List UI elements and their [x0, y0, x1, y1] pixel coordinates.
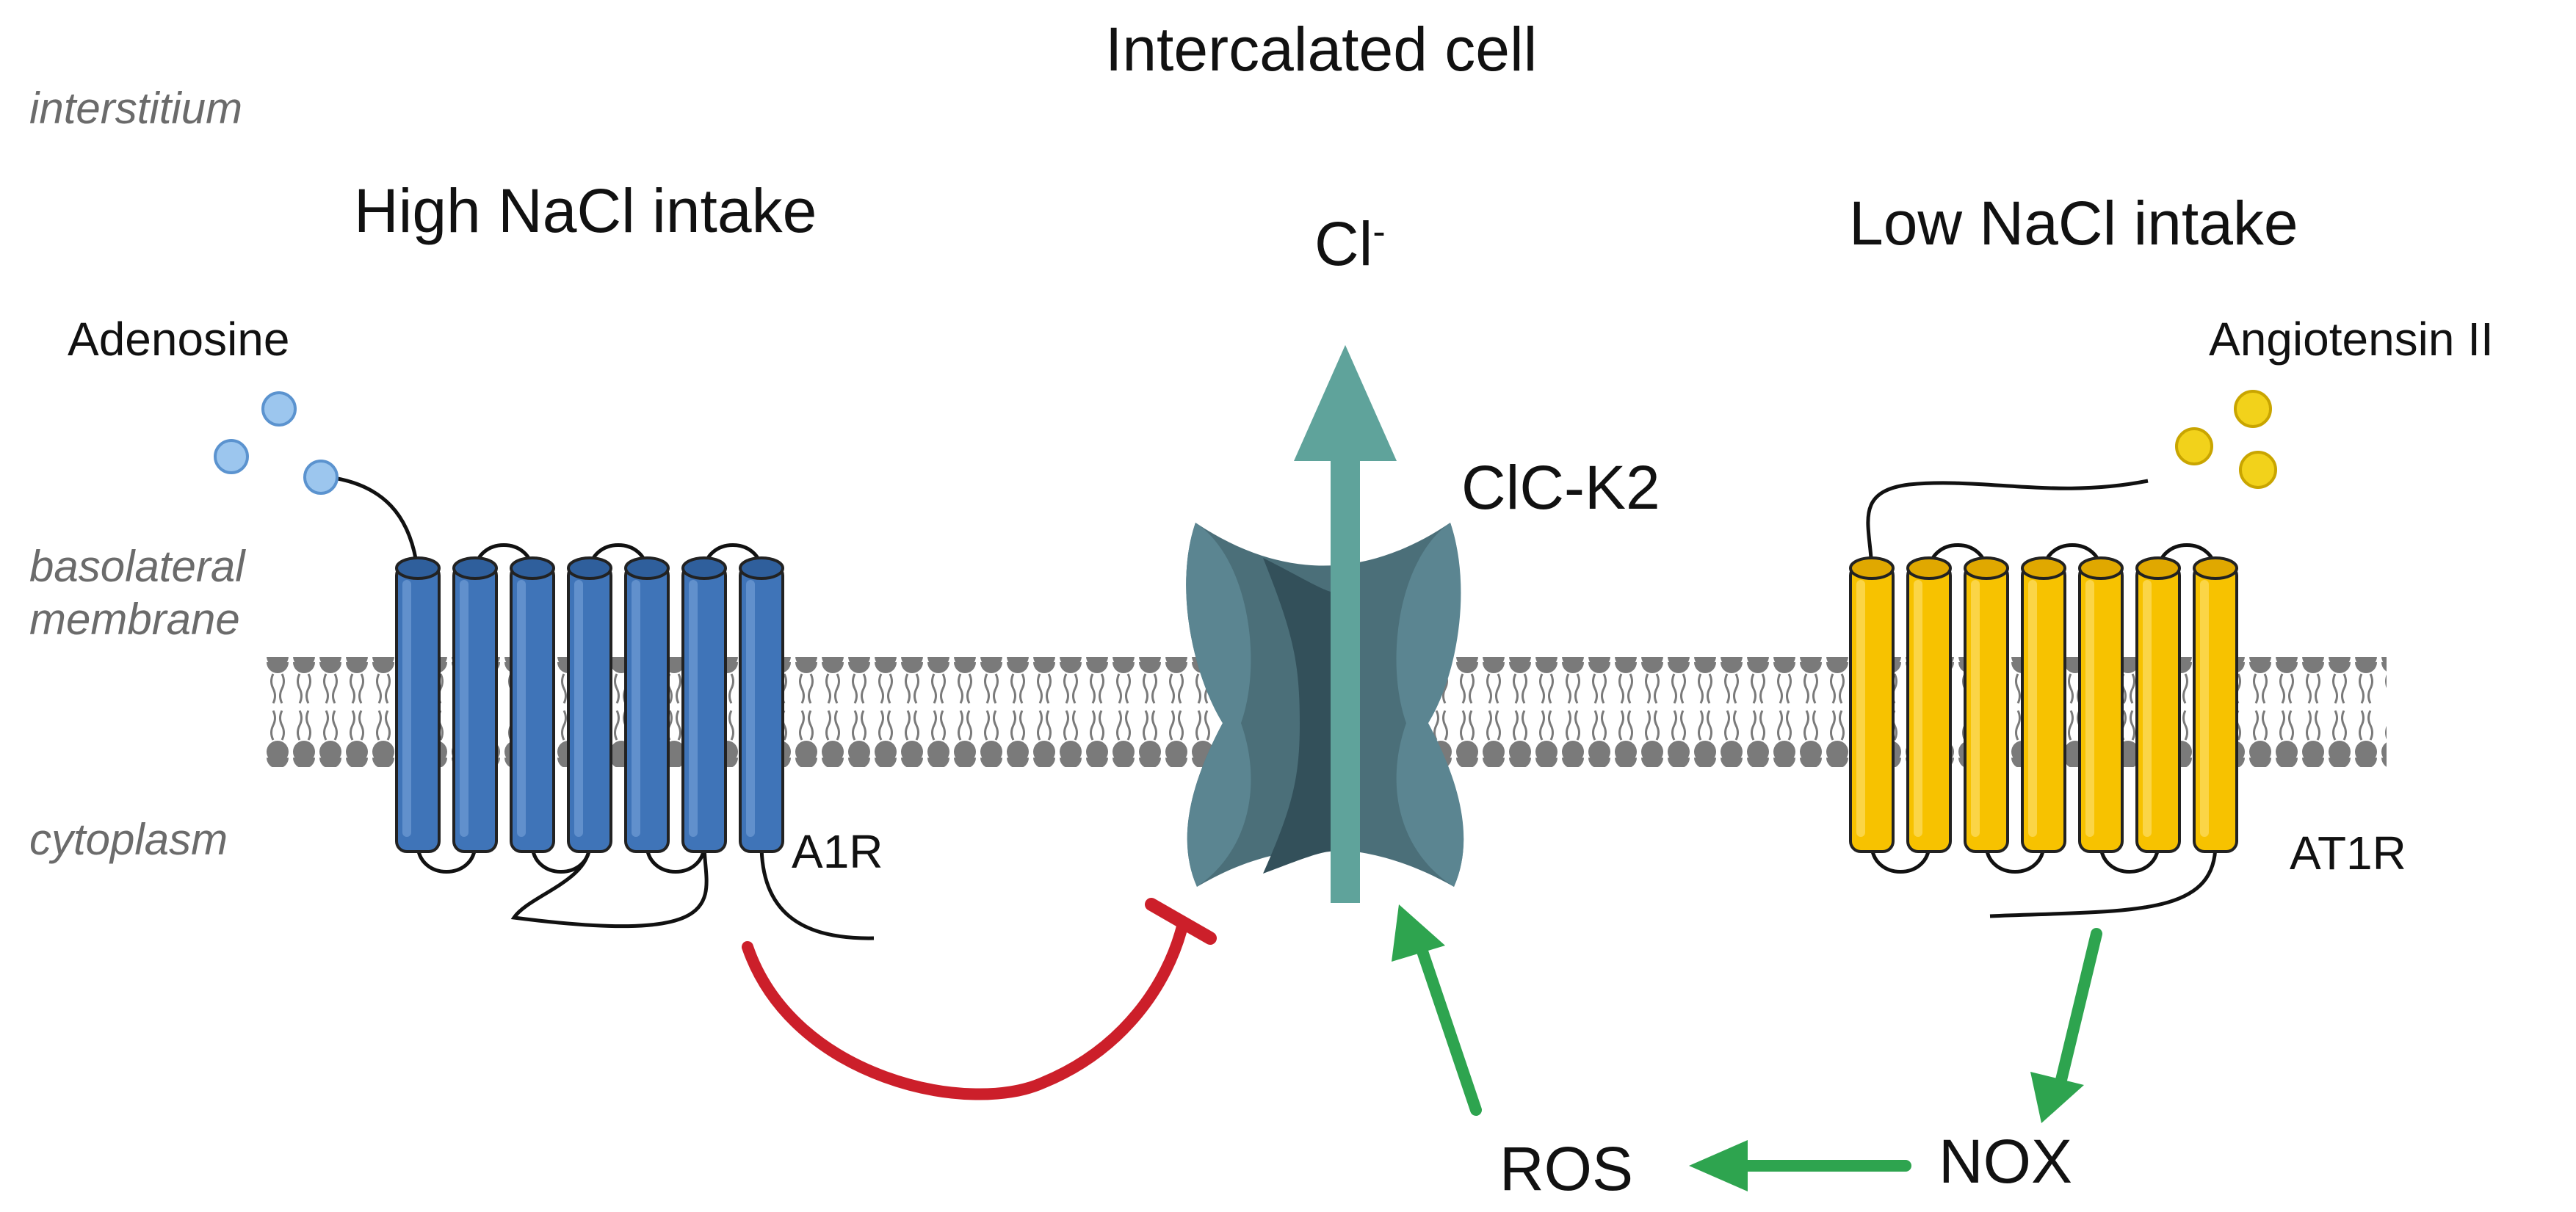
transmembrane-helix: [510, 556, 555, 853]
adenosine-label: Adenosine: [68, 313, 290, 366]
chloride-charge: -: [1372, 211, 1386, 253]
transmembrane-helix: [624, 556, 670, 853]
ros-to-channel-arrow: [1415, 941, 1482, 1116]
transmembrane-helix: [2021, 556, 2066, 853]
region-basolateral: basolateral: [29, 542, 245, 591]
transmembrane-helix: [2078, 556, 2124, 853]
at1r-label: AT1R: [2290, 827, 2406, 879]
adenosine-molecules: [214, 391, 339, 495]
transmembrane-helix: [567, 556, 612, 853]
high-nacl-label: High NaCl intake: [354, 176, 817, 245]
angiotensin-molecules: [2175, 390, 2277, 489]
ros-to-channel-arrowhead: [1392, 904, 1445, 962]
ros-label: ROS: [1499, 1134, 1634, 1203]
nox-label: NOX: [1939, 1127, 2073, 1196]
clc-k2-label: ClC-K2: [1461, 453, 1660, 522]
a1r-receptor: [328, 475, 875, 940]
inhibition-arc: [742, 898, 1217, 1100]
clc-k2-channel: [1186, 523, 1464, 887]
transmembrane-helix: [2135, 556, 2181, 853]
transmembrane-helix: [1849, 556, 1895, 853]
chloride-efflux-arrow: [1294, 345, 1397, 903]
transmembrane-helix: [739, 556, 784, 853]
at1r-to-nox-arrowhead: [2030, 1072, 2084, 1123]
nox-to-ros-arrowhead: [1689, 1140, 1748, 1191]
chloride-symbol: Cl: [1314, 209, 1373, 278]
a1r-label: A1R: [792, 825, 883, 878]
diagram-title: Intercalated cell: [1105, 15, 1538, 84]
transmembrane-helix: [2193, 556, 2238, 853]
region-interstitium: interstitium: [29, 84, 243, 133]
at1r-to-nox-arrow: [2050, 928, 2102, 1107]
transmembrane-helix: [1964, 556, 2009, 853]
low-nacl-label: Low NaCl intake: [1849, 189, 2298, 258]
at1r-receptor: [1849, 479, 2238, 918]
transmembrane-helix: [395, 556, 441, 853]
activation-arrows: [1392, 904, 2102, 1191]
transmembrane-helix: [1906, 556, 1952, 853]
chloride-ion-label: Cl-: [1314, 213, 1386, 275]
transmembrane-helix: [452, 556, 498, 853]
angiotensin-label: Angiotensin II: [2209, 313, 2494, 366]
region-cytoplasm: cytoplasm: [29, 815, 228, 864]
transmembrane-helix: [681, 556, 727, 853]
region-membrane: membrane: [29, 595, 240, 644]
